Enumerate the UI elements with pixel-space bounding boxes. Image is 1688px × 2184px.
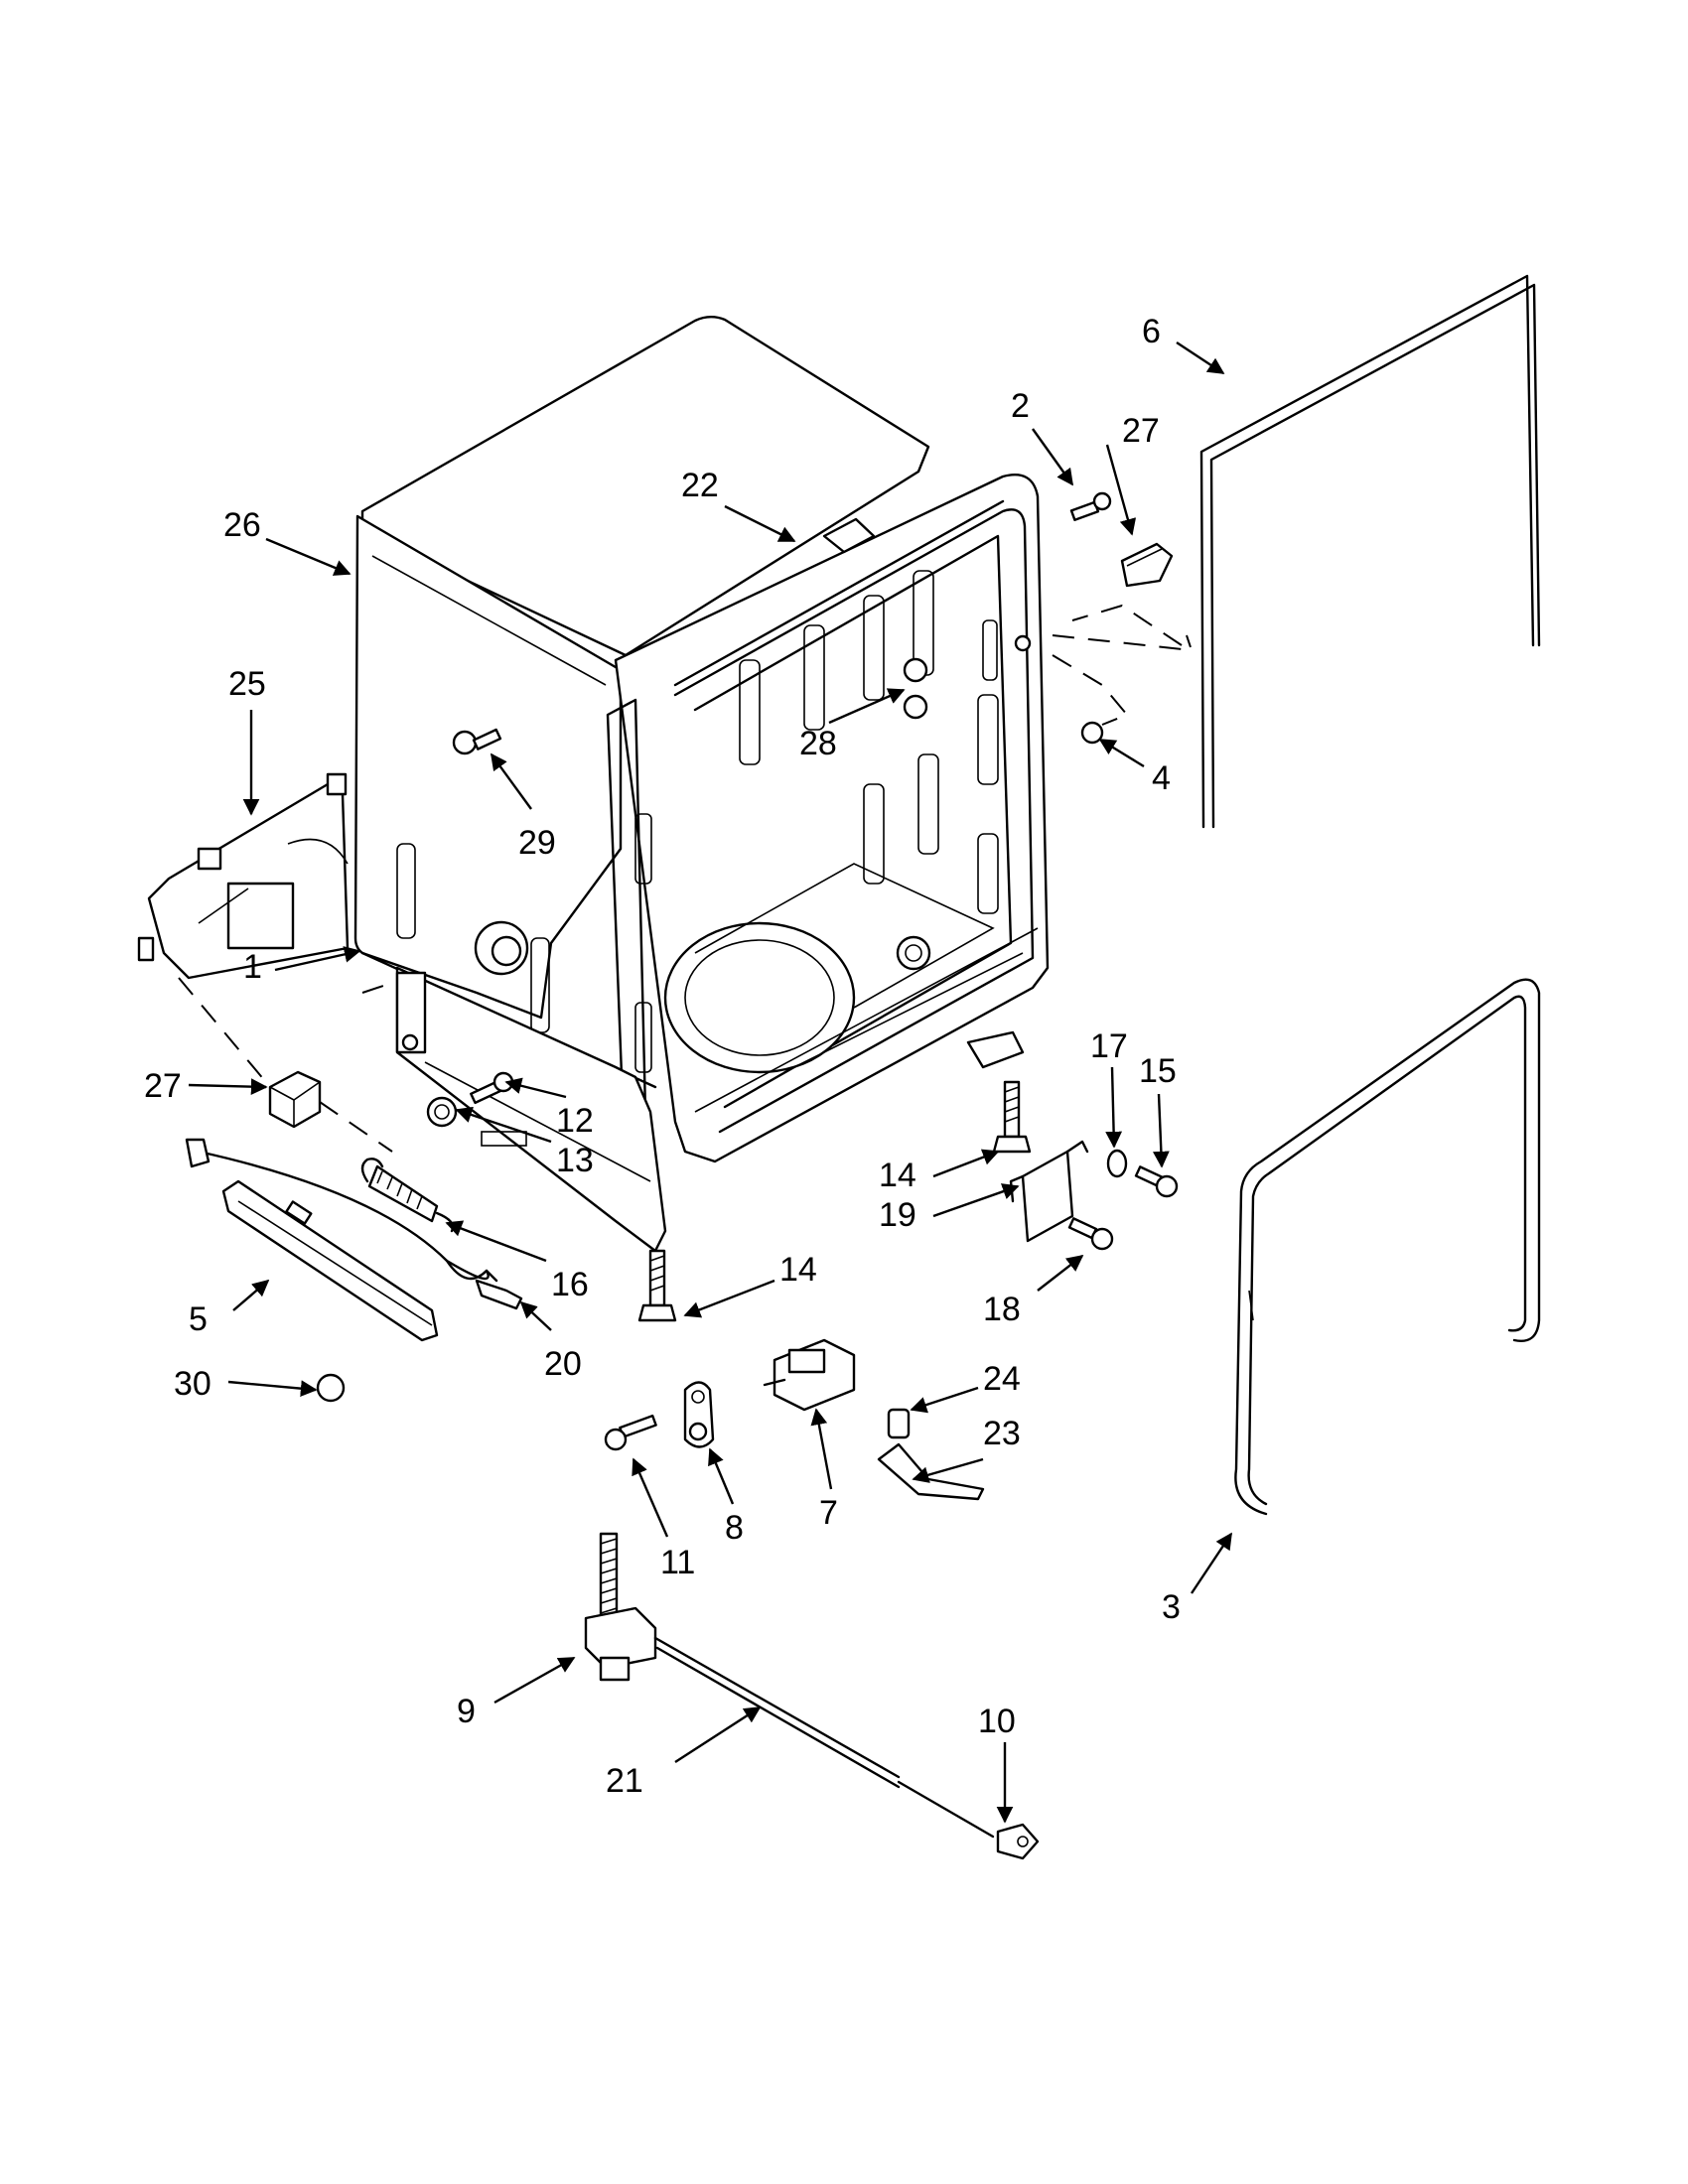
tub-assembly (353, 316, 1050, 1253)
callout-28: 28 (799, 725, 837, 762)
callout-25: 25 (228, 665, 266, 703)
callout-27b: 27 (1122, 412, 1160, 450)
part-14-leg-left (637, 1249, 677, 1322)
callout-30: 30 (174, 1365, 211, 1403)
part-15-screw (1134, 1165, 1179, 1198)
callout-24: 24 (983, 1360, 1021, 1398)
part-21-tube (653, 1636, 995, 1839)
callout-12: 12 (556, 1102, 594, 1140)
callout-9: 9 (457, 1693, 476, 1730)
callout-23: 23 (983, 1415, 1021, 1452)
part-16-spring (360, 1158, 455, 1233)
part-10-fitting (996, 1823, 1040, 1860)
callout-18: 18 (983, 1291, 1021, 1328)
part-6-gasket (1199, 274, 1541, 829)
callout-14a: 14 (879, 1157, 916, 1194)
part-27-block-left (268, 1070, 322, 1129)
callout-20: 20 (544, 1345, 582, 1383)
callout-7: 7 (819, 1494, 838, 1532)
part-23-bracket (877, 1442, 985, 1501)
callout-4: 4 (1152, 759, 1171, 797)
part-8-bracket (683, 1381, 715, 1448)
part-29-screw (452, 728, 502, 755)
callout-29: 29 (518, 824, 556, 862)
callout-2: 2 (1011, 387, 1030, 425)
part-25-bracket (137, 772, 350, 980)
part-14-leg-right (992, 1080, 1032, 1154)
part-24-clip (887, 1408, 911, 1439)
alignment-lines (178, 604, 1194, 1153)
part-5-panel (221, 1179, 439, 1342)
callout-3: 3 (1162, 1588, 1181, 1626)
part-11-screw (604, 1414, 657, 1451)
callout-labels: 1 2 3 4 5 6 7 8 9 10 11 12 13 14 14 15 1… (144, 313, 1181, 1800)
part-27-block-right (1120, 542, 1174, 588)
callout-13: 13 (556, 1142, 594, 1179)
part-30-plug (316, 1373, 346, 1403)
callout-16: 16 (551, 1266, 589, 1303)
callout-19: 19 (879, 1196, 916, 1234)
part-3-gasket (1234, 978, 1541, 1516)
leader-lines (188, 341, 1232, 1824)
part-7-switch (763, 1338, 856, 1412)
callout-15: 15 (1139, 1052, 1177, 1090)
callout-26: 26 (223, 506, 261, 544)
callout-21: 21 (606, 1762, 643, 1800)
part-9-valve (584, 1532, 657, 1682)
part-4-plug (1080, 721, 1104, 745)
callout-11: 11 (660, 1544, 695, 1581)
part-17-washer (1106, 1149, 1128, 1178)
part-30-cable (185, 1138, 498, 1283)
callout-17: 17 (1090, 1027, 1128, 1065)
callout-6: 6 (1142, 313, 1161, 350)
callout-5: 5 (189, 1300, 208, 1338)
part-2-screw (1069, 491, 1112, 522)
callout-14b: 14 (779, 1251, 817, 1289)
callout-1: 1 (243, 948, 262, 986)
part-20-plug (475, 1279, 523, 1310)
callout-27a: 27 (144, 1067, 182, 1105)
callout-8: 8 (725, 1509, 744, 1547)
callout-22: 22 (681, 467, 719, 504)
part-19-bracket (1009, 1140, 1089, 1243)
callout-10: 10 (978, 1703, 1016, 1740)
part-18-screw (1067, 1217, 1114, 1251)
